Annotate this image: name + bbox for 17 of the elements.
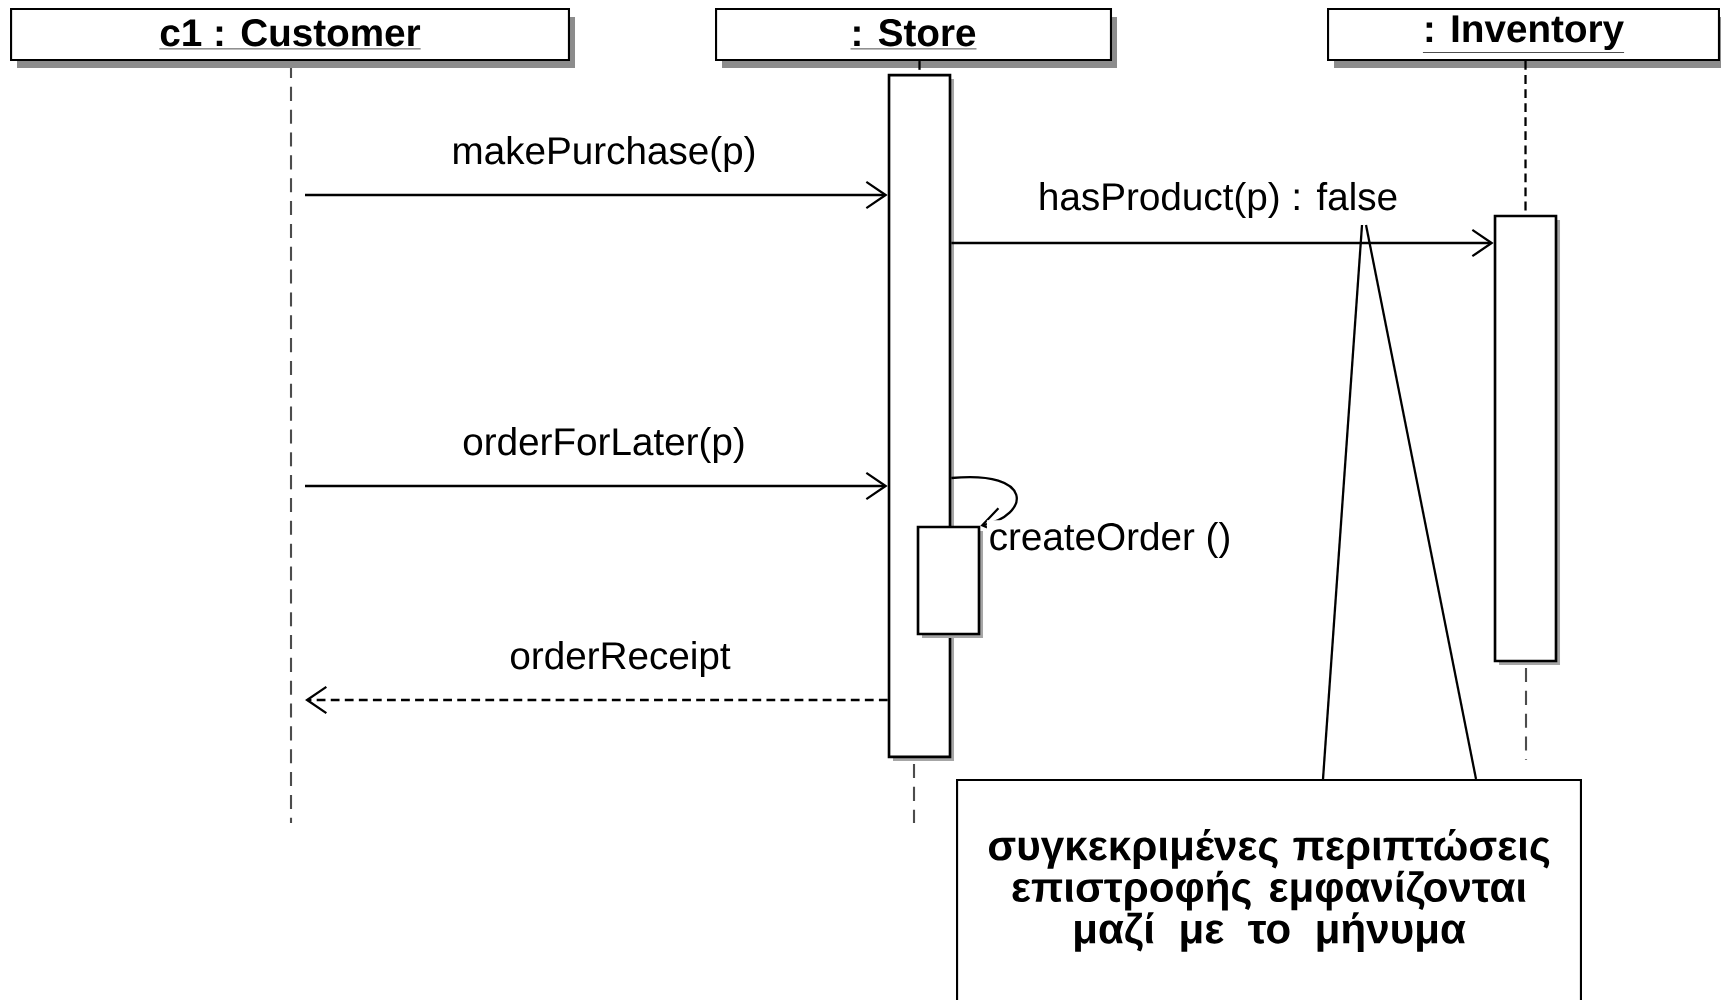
message-label: orderReceipt [507, 639, 733, 679]
lifeline-header: c1 : Customer [10, 7, 575, 68]
note-box: συγκεκριμένες περιπτώσεις επιστροφής εμφανίζονται μαζί με το μήνυμα [956, 779, 1582, 1000]
message-label: makePurchase(p) [449, 134, 759, 174]
message-label: hasProduct(p) : false [1036, 180, 1400, 220]
lifeline-header: : Store [715, 7, 1117, 68]
message-arrow [951, 228, 1494, 258]
leader-line [1364, 224, 1478, 780]
activation-bar [916, 525, 983, 638]
leader-line [1321, 224, 1364, 780]
message-arrow [305, 180, 888, 210]
message-label: createOrder () [986, 520, 1234, 560]
lifeline-header: : Inventory [1327, 7, 1721, 68]
message-label: orderForLater(p) [460, 425, 748, 465]
return-arrow [305, 685, 888, 715]
message-arrow [305, 471, 888, 501]
activation-bar [1493, 214, 1560, 665]
